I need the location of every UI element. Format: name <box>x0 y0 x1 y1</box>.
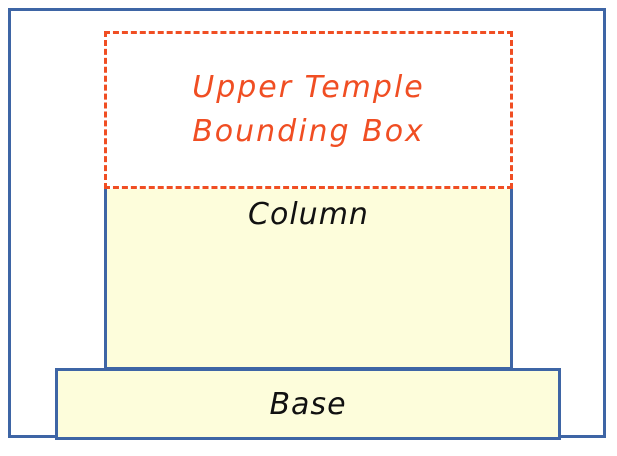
upper-temple-bounding-box: Upper Temple Bounding Box <box>104 31 513 189</box>
temple-label-line-1: Upper Temple <box>192 70 425 105</box>
temple-label-line-2: Bounding Box <box>192 114 425 149</box>
base-label: Base <box>269 386 347 422</box>
column-block: Column <box>104 187 513 370</box>
base-block: Base <box>55 368 561 440</box>
column-label: Column <box>248 197 369 232</box>
